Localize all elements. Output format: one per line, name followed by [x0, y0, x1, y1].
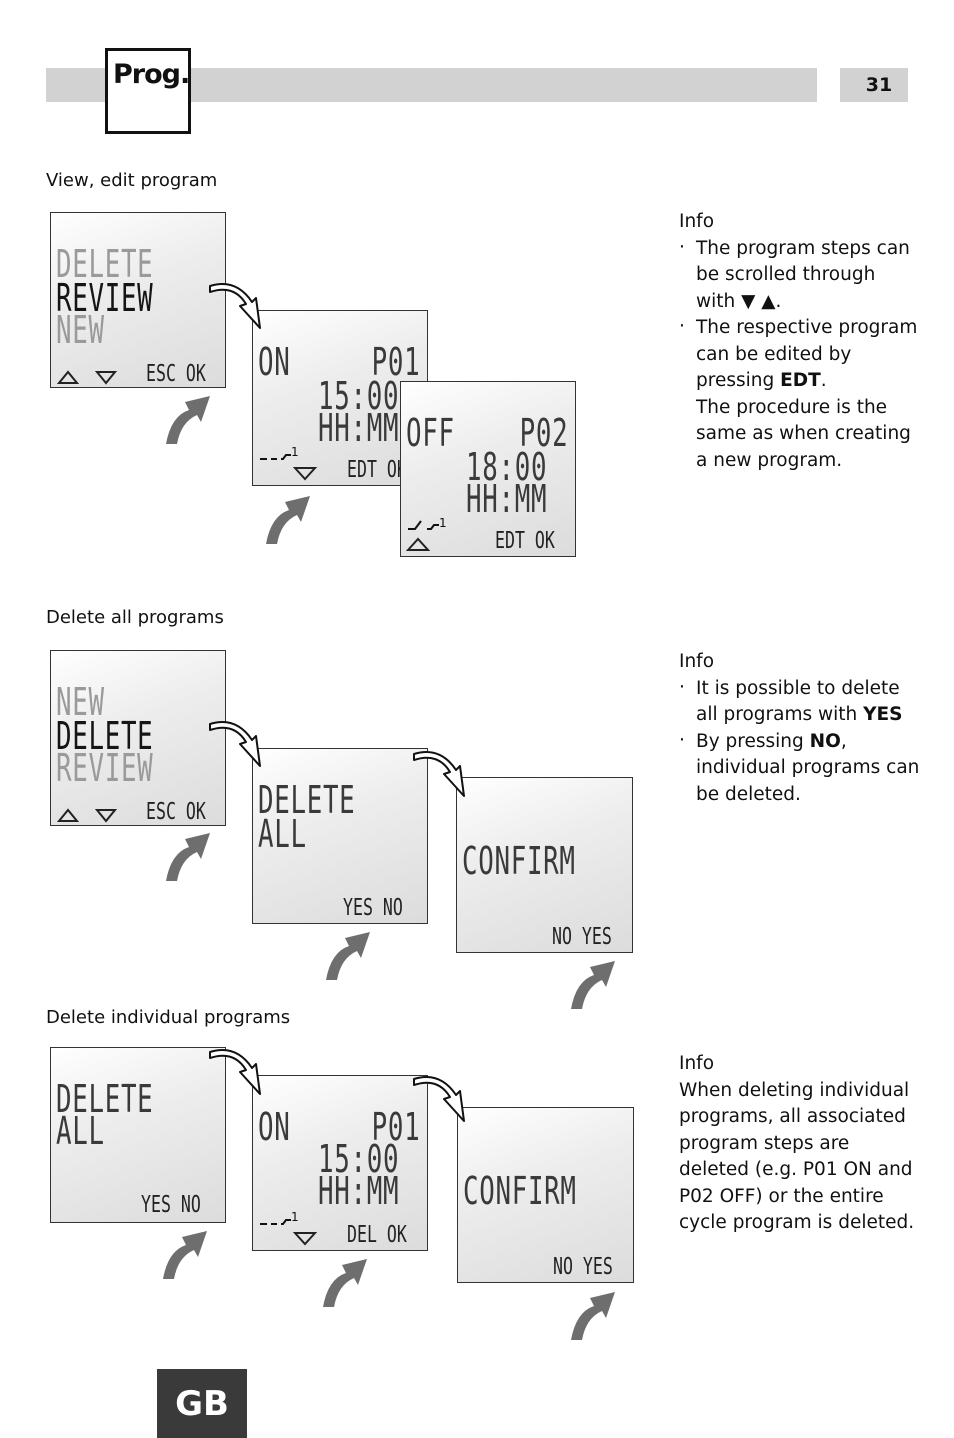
info-text: The respective program can be edited by … [696, 317, 918, 391]
info-text: When deleting individual programs, all a… [679, 1079, 915, 1234]
lcd-screen-program-p02: OFF P02 18:00 HH:MM 1 EDT OK [400, 381, 576, 557]
info-text: . [820, 370, 827, 391]
info-bullet: It is possible to delete all programs wi… [679, 675, 924, 729]
key-label: EDT [780, 370, 821, 391]
info-heading: Info [679, 211, 715, 232]
lcd-line: ON P01 [258, 1105, 421, 1149]
info-delete-all: Info It is possible to delete all progra… [679, 649, 924, 808]
lcd-screen-delete-all-2: DELETE ALL YES NO [50, 1047, 226, 1223]
channel-number: 1 [291, 445, 299, 459]
lcd-line: CONFIRM [463, 1169, 577, 1213]
lcd-line: HH:MM [318, 1169, 400, 1213]
language-tab: GB [157, 1369, 247, 1438]
info-text: By pressing [696, 730, 810, 752]
lcd-screen-confirm: CONFIRM NO YES [456, 777, 633, 953]
lcd-softkeys: NO YES [553, 1254, 613, 1280]
info-text: It is possible to delete all programs wi… [696, 677, 900, 726]
curved-arrow-icon [209, 1049, 261, 1095]
press-arrow-icon [266, 496, 310, 544]
channel-number: 1 [439, 516, 447, 530]
lcd-line: HH:MM [466, 477, 548, 521]
lcd-line: CONFIRM [462, 839, 576, 883]
info-bullet: The program steps can be scrolled throug… [679, 235, 919, 316]
lcd-line: DELETE [258, 778, 356, 822]
up-triangle-icon [406, 537, 431, 551]
lcd-screen-main-menu-delete: NEW DELETE REVIEW ESC OK [50, 650, 226, 826]
curved-arrow-icon [209, 721, 261, 767]
lcd-softkeys: NO YES [552, 924, 612, 950]
lcd-line: REVIEW [56, 746, 154, 790]
curved-arrow-icon [209, 283, 261, 329]
lcd-softkeys: EDT OK [347, 457, 407, 483]
lcd-line: NEW [56, 308, 105, 352]
switch-closed-icon [260, 454, 291, 460]
section-title-delete-individual: Delete individual programs [46, 1007, 291, 1028]
press-arrow-icon [323, 1259, 367, 1307]
switch-open-icon [408, 520, 439, 530]
section-title-delete-all: Delete all programs [46, 607, 224, 628]
curved-arrow-icon [413, 751, 465, 797]
lcd-softkeys: YES NO [343, 895, 403, 921]
lcd-softkeys: YES NO [141, 1192, 201, 1218]
press-arrow-icon [571, 961, 615, 1009]
lcd-softkeys: ESC OK [146, 799, 206, 825]
press-arrow-icon [163, 1231, 207, 1279]
up-down-triangle-icons [57, 370, 117, 385]
channel-number: 1 [291, 1210, 299, 1224]
lcd-line: ALL [258, 812, 307, 856]
info-bullet: The respective program can be edited by … [679, 314, 919, 474]
info-text: , individual programs can be deleted. [696, 730, 920, 805]
info-bullet: By pressing NO, individual programs can … [679, 728, 924, 809]
lcd-softkeys: DEL OK [347, 1222, 407, 1248]
prog-tab: Prog. [105, 48, 191, 134]
lcd-line: 15:00 [318, 1137, 400, 1181]
lcd-line: DELETE [56, 1077, 154, 1121]
lcd-line: OFF P02 [406, 411, 569, 455]
lcd-screen-program-p01-delete: ON P01 15:00 HH:MM 1 DEL OK [252, 1075, 428, 1251]
press-arrow-icon [571, 1292, 615, 1340]
info-view-edit: Info The program steps can be scrolled t… [679, 209, 919, 474]
lcd-softkeys: ESC OK [146, 361, 206, 387]
down-triangle-icon [293, 1232, 317, 1246]
lcd-line: ALL [56, 1109, 105, 1153]
info-heading: Info [679, 651, 715, 672]
page-number: 31 [840, 68, 908, 102]
lcd-screen-confirm-2: CONFIRM NO YES [457, 1107, 634, 1283]
lcd-line-selected: REVIEW [56, 276, 154, 320]
curved-arrow-icon [413, 1076, 465, 1122]
lcd-softkeys: EDT OK [495, 528, 555, 554]
section-title-view-edit: View, edit program [46, 170, 218, 191]
up-down-triangle-icons [57, 808, 117, 823]
press-arrow-icon [166, 833, 210, 881]
key-label: NO [809, 730, 841, 752]
info-delete-individual: Info When deleting individual programs, … [679, 1051, 924, 1237]
info-text: The procedure is the same as when creati… [696, 396, 911, 471]
info-text: The program steps can be scrolled throug… [696, 237, 910, 312]
lcd-line: DELETE [56, 242, 154, 286]
lcd-line: 15:00 [318, 374, 400, 418]
lcd-line: ON P01 [258, 340, 421, 384]
lcd-screen-delete-all: DELETE ALL YES NO [252, 748, 428, 924]
switch-closed-icon [260, 1219, 291, 1225]
lcd-line: 18:00 [466, 445, 548, 489]
down-triangle-icon [293, 467, 317, 481]
press-arrow-icon [166, 396, 210, 444]
lcd-line: HH:MM [318, 406, 400, 450]
press-arrow-icon [326, 932, 370, 980]
lcd-screen-main-menu-review: DELETE REVIEW NEW ESC OK [50, 212, 226, 388]
lcd-line: NEW [56, 680, 105, 724]
info-heading: Info [679, 1053, 715, 1074]
key-label: YES [863, 704, 903, 725]
lcd-line-selected: DELETE [56, 714, 154, 758]
